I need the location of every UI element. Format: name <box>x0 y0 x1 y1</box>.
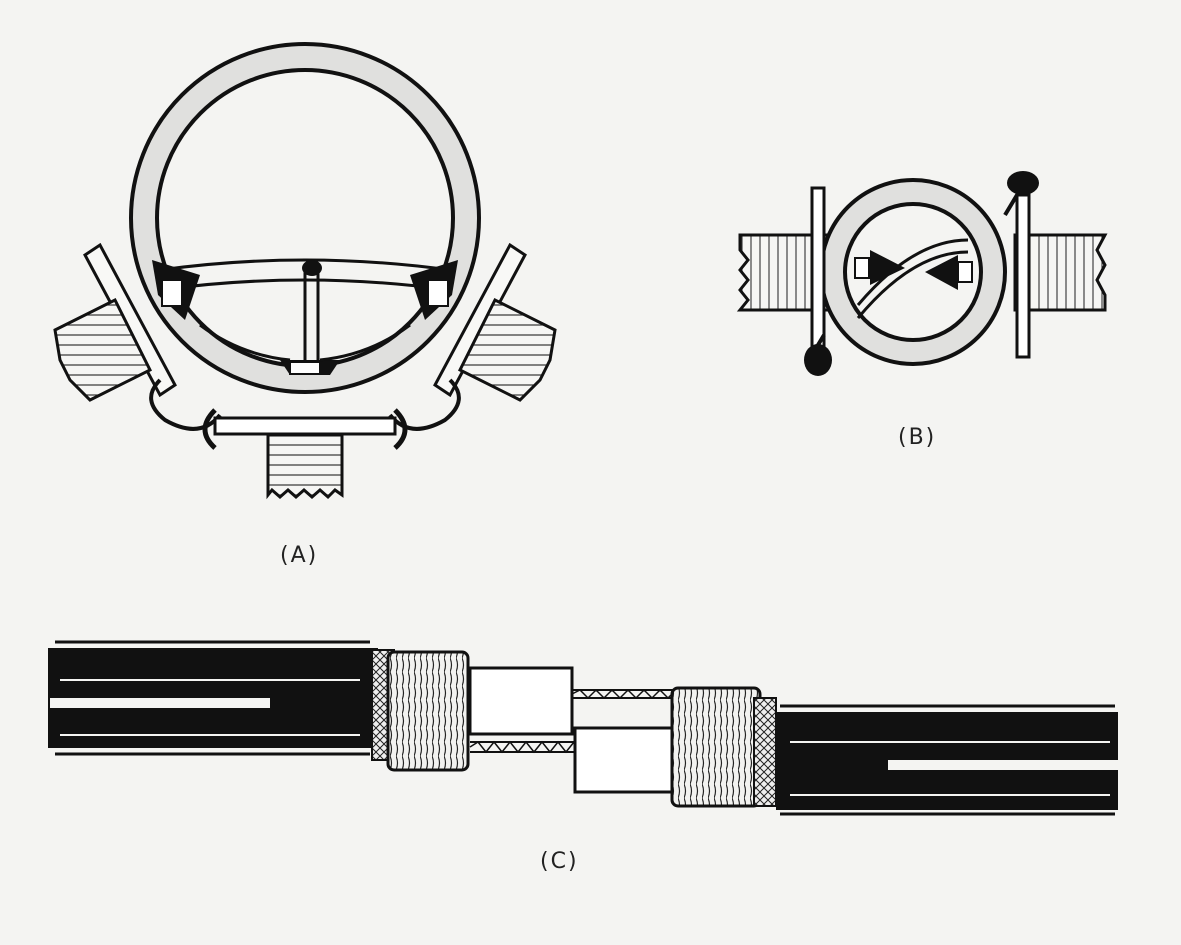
twisted-conductor-bottom <box>470 741 578 753</box>
panel-a-label: (A) <box>280 543 318 568</box>
panel-b-label: (B) <box>898 425 936 450</box>
panel-c-diagram <box>48 640 1118 816</box>
panel-a-diagram <box>53 42 557 500</box>
panel-c-label: (C) <box>540 849 579 874</box>
twisted-conductor-top <box>572 689 690 699</box>
wire-end-bottom <box>266 433 344 500</box>
knob-top-b <box>1007 171 1039 195</box>
tape-wrap-right <box>670 686 762 808</box>
terminal-post-left-b <box>810 186 826 358</box>
cable-jacket-right <box>776 704 1118 816</box>
tape-wrap-left <box>386 650 470 772</box>
wire-end-right-b <box>1013 233 1108 312</box>
panel-b-diagram <box>736 171 1108 376</box>
wire-end-left <box>53 297 153 402</box>
insulation-sleeve-right <box>573 726 675 794</box>
bottom-bar-a <box>213 416 397 436</box>
insulation-sleeve-left <box>468 666 574 736</box>
cable-jacket-left <box>48 640 378 756</box>
terminal-post-right-b <box>1015 193 1031 359</box>
braid-shield-right <box>753 697 777 807</box>
knob-bottom-b <box>804 344 832 376</box>
inner-conductor-a <box>159 258 451 272</box>
wire-end-right <box>457 297 557 402</box>
